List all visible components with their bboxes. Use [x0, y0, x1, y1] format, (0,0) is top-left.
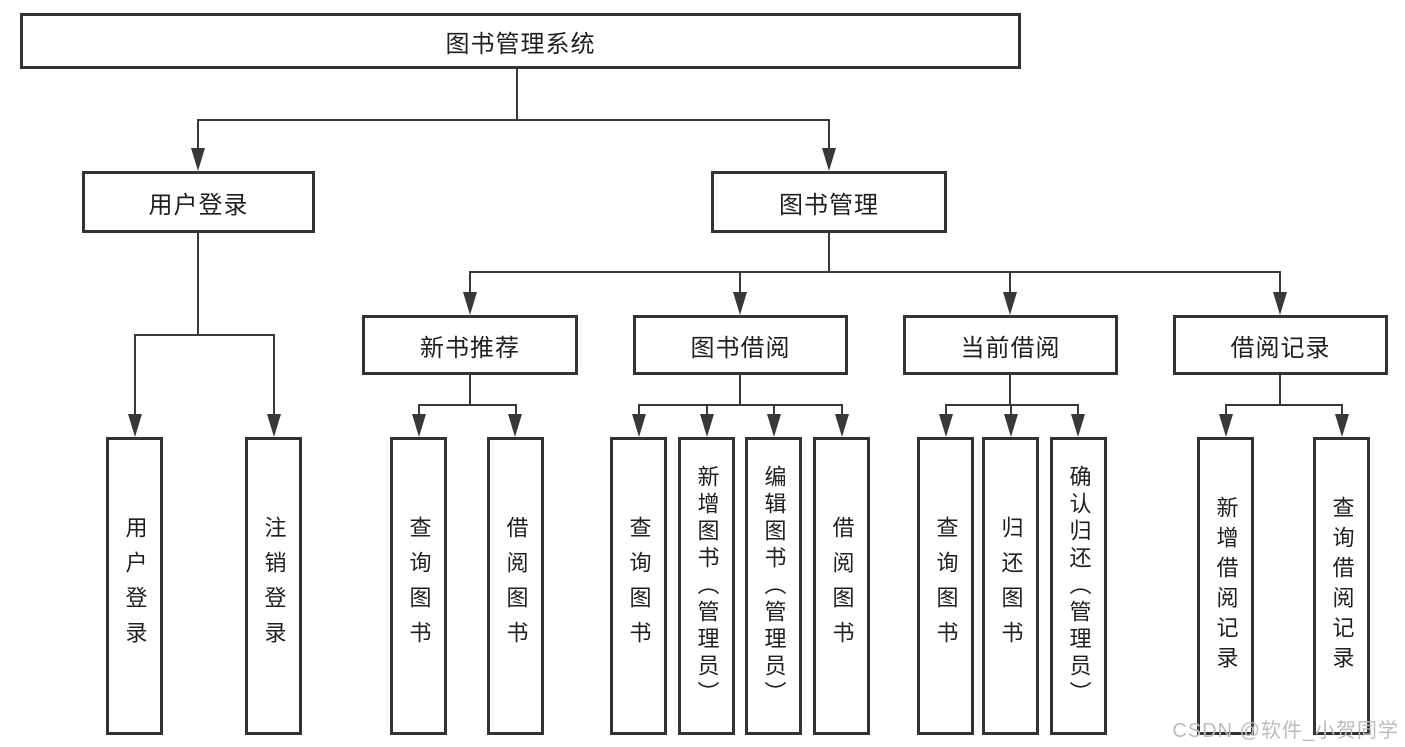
connector-line	[1009, 271, 1011, 293]
leaf-logout: 注销登录	[245, 437, 302, 735]
connector-line	[828, 119, 830, 150]
leaf-query-book-borrow: 查询图书	[610, 437, 667, 735]
node-label: 注销登录	[261, 516, 287, 656]
connector-line	[706, 404, 708, 416]
arrow-down-icon	[767, 414, 781, 437]
node-label: 新书推荐	[420, 334, 520, 362]
node-label: 用户登录	[122, 516, 148, 656]
leaf-confirm-return-admin: 确认归还（管理员）	[1050, 437, 1107, 735]
arrow-down-icon	[822, 148, 836, 171]
node-label: 图书管理	[779, 191, 879, 219]
arrow-down-icon	[939, 414, 953, 437]
connector-line	[1009, 375, 1011, 406]
leaf-add-borrow-record: 新增借阅记录	[1197, 437, 1254, 735]
node-label: 用户登录	[148, 191, 249, 219]
connector-line	[516, 68, 518, 121]
connector-line	[469, 271, 1281, 273]
connector-line	[273, 334, 275, 416]
node-current-borrow: 当前借阅	[903, 315, 1118, 375]
connector-line	[1225, 404, 1342, 406]
connector-line	[515, 404, 517, 416]
arrow-down-icon	[1003, 292, 1017, 315]
arrow-down-icon	[463, 292, 477, 315]
connector-line	[134, 334, 275, 336]
arrow-down-icon	[1219, 414, 1233, 437]
node-label: 借阅图书	[829, 516, 855, 656]
connector-line	[1225, 404, 1227, 416]
leaf-edit-book-admin: 编辑图书（管理员）	[745, 437, 802, 735]
connector-line	[418, 404, 420, 416]
arrow-down-icon	[128, 414, 142, 437]
node-label: 确认归还（管理员）	[1066, 464, 1092, 708]
leaf-return-book: 归还图书	[982, 437, 1039, 735]
connector-line	[469, 271, 471, 293]
node-label: 新增借阅记录	[1213, 496, 1239, 676]
connector-line	[1010, 404, 1012, 416]
connector-line	[739, 271, 741, 293]
node-user-login: 用户登录	[82, 171, 315, 233]
leaf-query-book-recommend: 查询图书	[390, 437, 447, 735]
connector-line	[773, 404, 775, 416]
connector-line	[134, 334, 136, 416]
node-label: 图书管理系统	[445, 30, 596, 58]
node-label: 借阅图书	[503, 516, 529, 656]
node-label: 查询图书	[626, 516, 652, 656]
leaf-query-borrow-record: 查询借阅记录	[1313, 437, 1370, 735]
arrow-down-icon	[835, 414, 849, 437]
arrow-down-icon	[508, 414, 522, 437]
connector-line	[945, 404, 1079, 406]
node-book-management: 图书管理	[711, 171, 947, 233]
node-label: 借阅记录	[1230, 334, 1331, 362]
leaf-borrow-book-recommend: 借阅图书	[487, 437, 544, 735]
connector-line	[197, 119, 199, 150]
arrow-down-icon	[1335, 414, 1349, 437]
arrow-down-icon	[1071, 414, 1085, 437]
node-label: 查询图书	[933, 516, 959, 656]
node-label: 图书借阅	[690, 334, 791, 362]
leaf-add-book-admin: 新增图书（管理员）	[678, 437, 735, 735]
node-book-borrow: 图书借阅	[633, 315, 848, 375]
connector-line	[469, 375, 471, 406]
arrow-down-icon	[191, 148, 205, 171]
node-label: 查询图书	[406, 516, 432, 656]
arrow-down-icon	[412, 414, 426, 437]
connector-line	[638, 404, 842, 406]
connector-line	[945, 404, 947, 416]
connector-line	[739, 375, 741, 406]
connector-line	[1341, 404, 1343, 416]
leaf-user-login: 用户登录	[106, 437, 163, 735]
node-root: 图书管理系统	[20, 13, 1021, 69]
arrow-down-icon	[700, 414, 714, 437]
node-label: 新增图书（管理员）	[694, 464, 720, 708]
arrow-down-icon	[733, 292, 747, 315]
connector-line	[828, 233, 830, 273]
connector-line	[418, 404, 517, 406]
node-new-book-recommend: 新书推荐	[362, 315, 578, 375]
connector-line	[197, 119, 830, 121]
arrow-down-icon	[1273, 292, 1287, 315]
connector-line	[197, 233, 199, 336]
node-label: 归还图书	[998, 516, 1024, 656]
node-borrow-record: 借阅记录	[1173, 315, 1388, 375]
node-label: 查询借阅记录	[1329, 496, 1355, 676]
arrow-down-icon	[1004, 414, 1018, 437]
node-label: 编辑图书（管理员）	[761, 464, 787, 708]
node-label: 当前借阅	[960, 334, 1061, 362]
csdn-watermark: CSDN @软件_小贺同学	[1172, 720, 1399, 742]
arrow-down-icon	[267, 414, 281, 437]
leaf-borrow-book: 借阅图书	[813, 437, 870, 735]
leaf-query-book-current: 查询图书	[917, 437, 974, 735]
connector-line	[1077, 404, 1079, 416]
connector-line	[638, 404, 640, 416]
arrow-down-icon	[632, 414, 646, 437]
connector-line	[1279, 271, 1281, 293]
connector-line	[1279, 375, 1281, 406]
connector-line	[841, 404, 843, 416]
